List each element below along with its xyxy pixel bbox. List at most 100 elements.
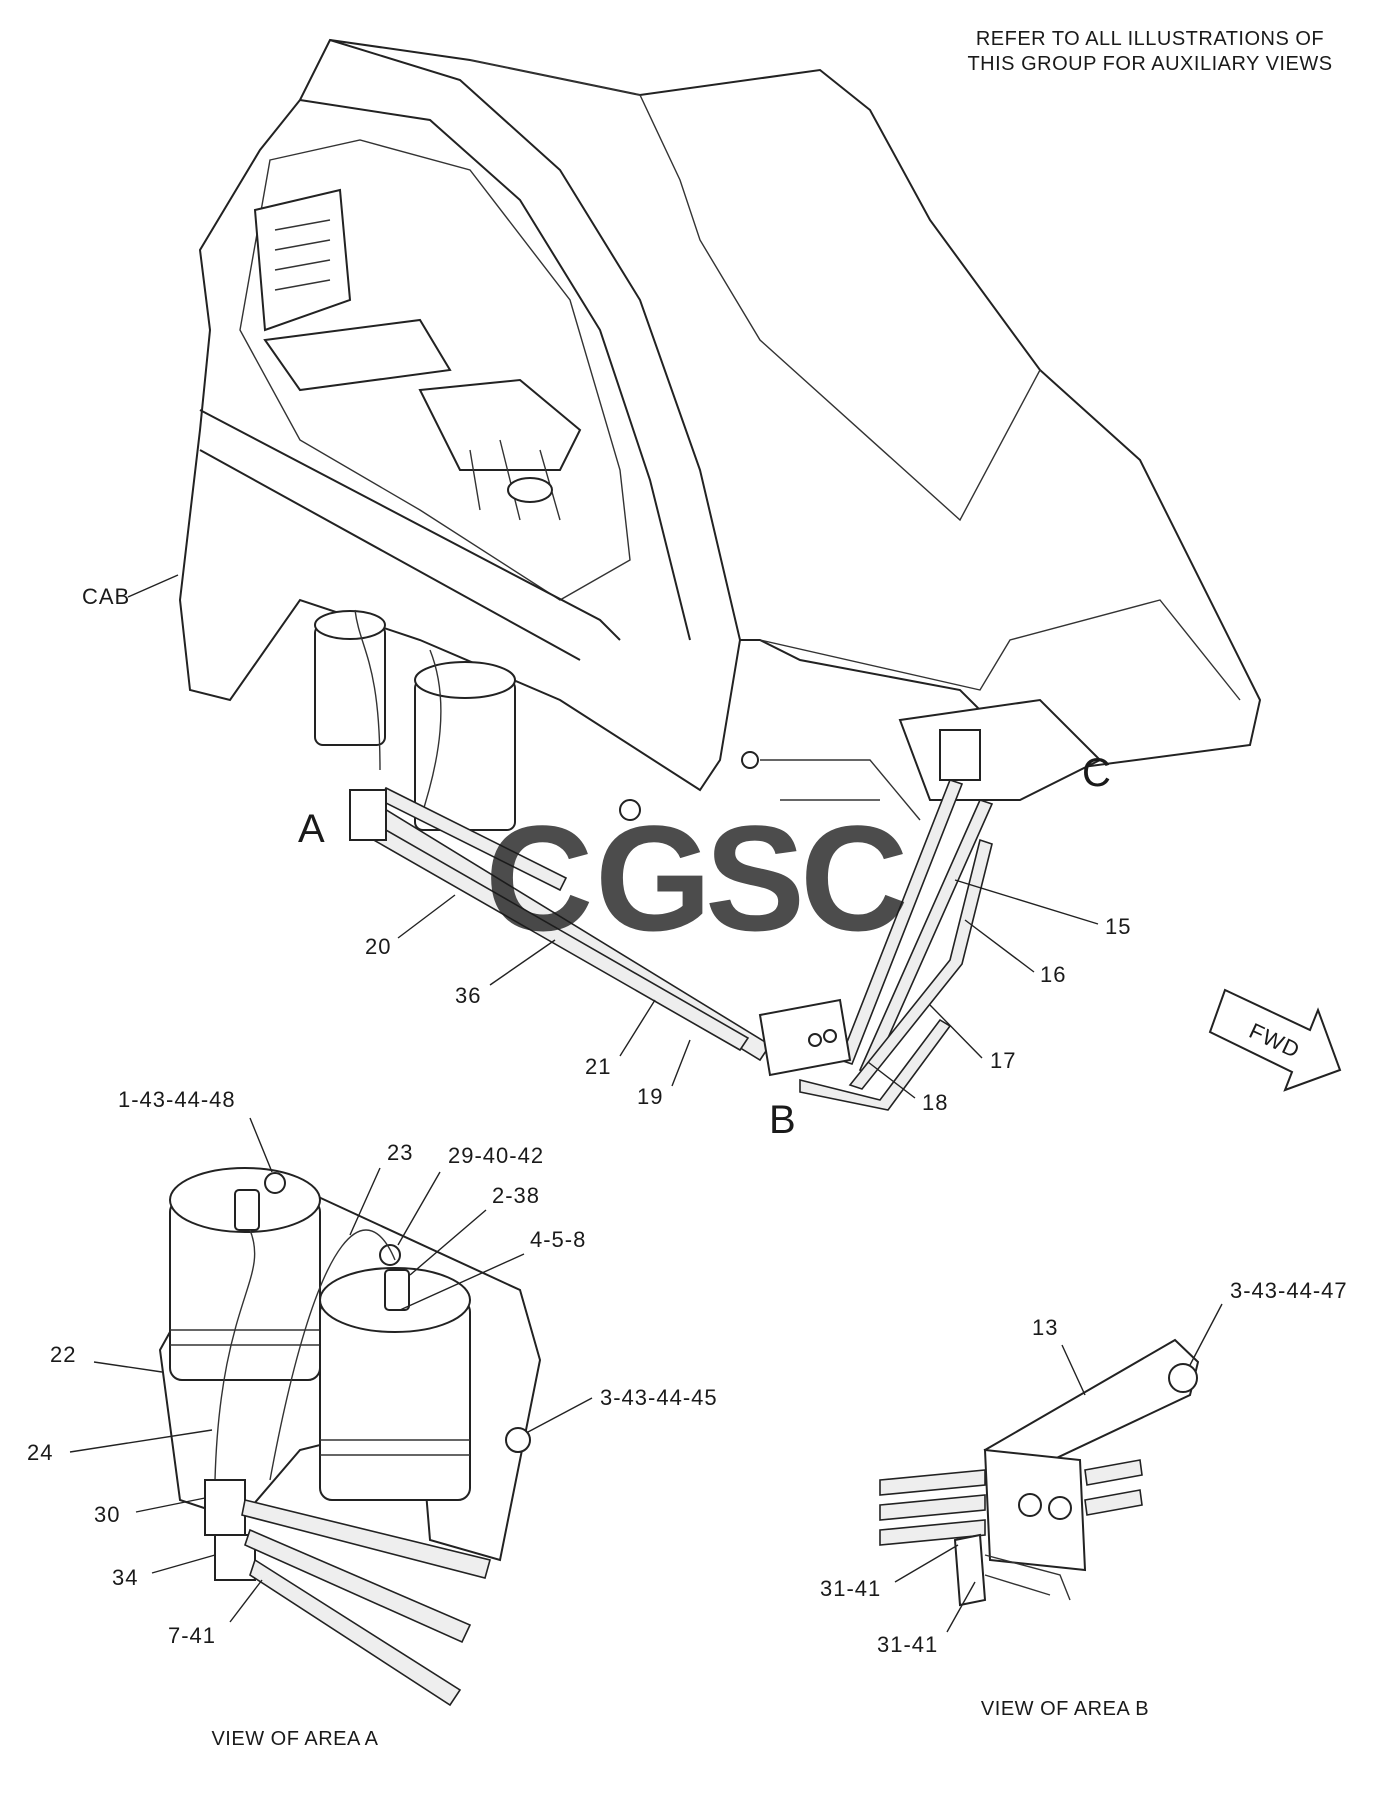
bolt-right bbox=[741, 751, 759, 769]
callout-24: 24 bbox=[27, 1440, 53, 1465]
front-pillar-inner bbox=[299, 99, 691, 641]
mount-bracket-b bbox=[758, 998, 852, 1077]
side-rail-upper bbox=[199, 409, 621, 641]
callout-22: 22 bbox=[50, 1342, 76, 1367]
leader-30 bbox=[135, 1497, 206, 1513]
callout-4-5-8: 4-5-8 bbox=[530, 1227, 586, 1252]
leader-cab bbox=[127, 574, 179, 598]
fwd-arrow-icon bbox=[1208, 988, 1342, 1092]
caption-view-area-a: VIEW OF AREA A bbox=[211, 1728, 378, 1750]
cab-shell bbox=[178, 38, 1262, 792]
watermark-letter-4: C bbox=[800, 794, 908, 962]
area-letter-b: B bbox=[769, 1098, 796, 1142]
hose-a-1 bbox=[241, 1499, 491, 1579]
callout-31-41-lower: 31-41 bbox=[877, 1632, 938, 1657]
hose-15 bbox=[838, 779, 964, 1065]
watermark: C G S C bbox=[485, 794, 908, 962]
front-panel-lines bbox=[760, 759, 921, 821]
instrument-panel bbox=[253, 188, 352, 332]
note-line-2: THIS GROUP FOR AUXILIARY VIEWS bbox=[967, 53, 1332, 75]
main-view-callouts: CAB A B C 15 16 17 18 19 20 21 36 bbox=[82, 574, 1130, 1142]
view-area-b: 3-43-44-47 13 31-41 31-41 VIEW OF AREA B bbox=[820, 1278, 1347, 1720]
accumulator-tubes bbox=[354, 609, 442, 821]
leader-1-43-44-48 bbox=[249, 1117, 273, 1173]
lower-bracket-b bbox=[953, 1533, 987, 1607]
watermark-letter-2: G bbox=[595, 794, 712, 962]
leader-4-5-8 bbox=[399, 1253, 525, 1311]
valve-block-c bbox=[939, 729, 981, 781]
plate-hole-2 bbox=[1048, 1496, 1072, 1520]
leader-34 bbox=[151, 1554, 216, 1574]
leader-18 bbox=[867, 1061, 916, 1099]
callout-29-40-42: 29-40-42 bbox=[448, 1143, 544, 1168]
accumulator-left-cap bbox=[314, 610, 386, 640]
hose-b-3 bbox=[879, 1519, 986, 1546]
leader-36 bbox=[489, 939, 556, 986]
leader-13 bbox=[1061, 1344, 1086, 1396]
leader-2-38 bbox=[409, 1209, 487, 1276]
front-pillar bbox=[329, 39, 741, 641]
callout-21: 21 bbox=[585, 1054, 611, 1079]
bolt-3-43-44-47 bbox=[1168, 1363, 1198, 1393]
hose-b-4 bbox=[1084, 1459, 1143, 1486]
hose-b-5 bbox=[1084, 1489, 1143, 1516]
callout-7-41: 7-41 bbox=[168, 1623, 216, 1648]
accumulator-a-right-band bbox=[320, 1439, 470, 1456]
fwd-arrow: FWD bbox=[1208, 988, 1342, 1092]
leader-31-41-lower bbox=[946, 1581, 976, 1633]
callout-17: 17 bbox=[990, 1048, 1016, 1073]
lever-knob bbox=[507, 477, 553, 503]
leader-31-41-upper bbox=[894, 1544, 959, 1583]
note-line-1: REFER TO ALL ILLUSTRATIONS OF bbox=[976, 28, 1324, 50]
callout-20: 20 bbox=[365, 934, 391, 959]
watermark-letter-3: S bbox=[705, 794, 805, 962]
leader-19 bbox=[671, 1039, 691, 1087]
accumulator-a-left-band bbox=[170, 1329, 320, 1346]
plate-hole-1 bbox=[1018, 1493, 1042, 1517]
callout-16: 16 bbox=[1040, 962, 1066, 987]
leader-15 bbox=[954, 879, 1099, 925]
leader-3-43-44-47 bbox=[1189, 1303, 1223, 1366]
leader-17 bbox=[929, 1004, 983, 1059]
caption-view-area-b: VIEW OF AREA B bbox=[981, 1698, 1149, 1720]
callout-36: 36 bbox=[455, 983, 481, 1008]
leader-24 bbox=[69, 1429, 213, 1453]
area-letter-a: A bbox=[298, 807, 325, 851]
callout-30: 30 bbox=[94, 1502, 120, 1527]
cab-lower-edge bbox=[759, 599, 1241, 701]
tee-fitting-30 bbox=[204, 1479, 246, 1536]
callout-3-43-44-45: 3-43-44-45 bbox=[600, 1385, 718, 1410]
side-rail-lower bbox=[199, 449, 581, 661]
hose-b-2 bbox=[879, 1494, 986, 1521]
callout-34: 34 bbox=[112, 1565, 138, 1590]
label-cab: CAB bbox=[82, 584, 130, 609]
accumulators-main bbox=[314, 609, 516, 831]
callout-2-38: 2-38 bbox=[492, 1183, 540, 1208]
leader-23 bbox=[349, 1167, 381, 1236]
roof-edge bbox=[469, 59, 1041, 522]
callout-23: 23 bbox=[387, 1140, 413, 1165]
panel-keys bbox=[274, 219, 331, 291]
watermark-letter-1: C bbox=[485, 794, 593, 962]
fitting-top-left bbox=[234, 1189, 260, 1231]
bracket-hole-2 bbox=[823, 1029, 837, 1043]
hose-b-1 bbox=[879, 1469, 986, 1496]
fitting-top-right bbox=[384, 1269, 410, 1311]
view-area-a: 1-43-44-48 23 29-40-42 2-38 4-5-8 22 3-4… bbox=[27, 1087, 718, 1750]
leader-21 bbox=[619, 999, 656, 1057]
reference-note: REFER TO ALL ILLUSTRATIONS OF THIS GROUP… bbox=[967, 28, 1332, 75]
leader-7-41 bbox=[229, 1579, 263, 1623]
callout-13: 13 bbox=[1032, 1315, 1058, 1340]
hose-bundle-main bbox=[349, 779, 994, 1111]
bolt-3-43-44-45 bbox=[505, 1427, 531, 1453]
cab-window-opening bbox=[239, 139, 631, 601]
cab-illustration bbox=[178, 38, 1262, 821]
hose-a-3 bbox=[249, 1558, 462, 1707]
callout-19: 19 bbox=[637, 1084, 663, 1109]
callout-18: 18 bbox=[922, 1090, 948, 1115]
operator-seat-base bbox=[418, 378, 582, 471]
leader-29-40-42 bbox=[397, 1171, 441, 1246]
leader-3-43-44-45 bbox=[527, 1397, 593, 1433]
